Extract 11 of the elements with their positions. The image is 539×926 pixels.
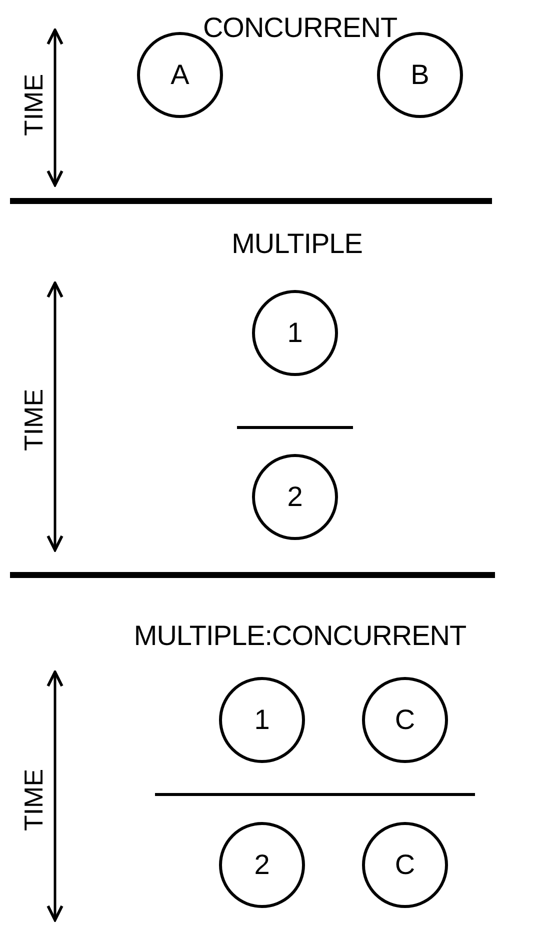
circle-node: C (362, 677, 448, 763)
axis-label: TIME (18, 768, 50, 832)
axis-label: TIME (18, 74, 50, 136)
section-heading: MULTIPLE:CONCURRENT (134, 620, 466, 652)
circle-node: 1 (252, 290, 338, 376)
axis-label: TIME (18, 388, 50, 452)
circle-node: C (362, 822, 448, 908)
circle-node: 2 (219, 822, 305, 908)
section-heading: MULTIPLE (232, 228, 362, 260)
circle-node: 1 (219, 677, 305, 763)
circle-node: 2 (252, 454, 338, 540)
